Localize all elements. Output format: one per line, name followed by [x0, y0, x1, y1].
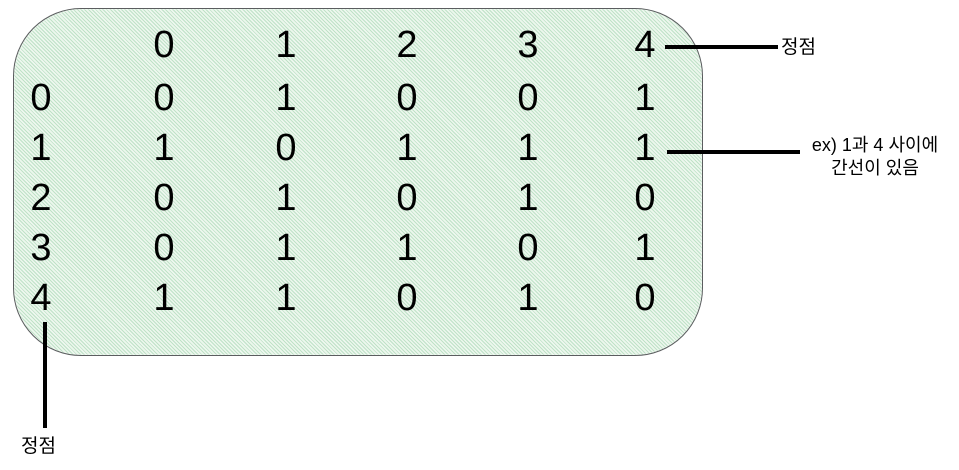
matrix-row-header: 2: [30, 177, 52, 219]
matrix-col-header: 3: [517, 24, 539, 66]
matrix-cell: 0: [153, 227, 175, 269]
matrix-cell: 1: [517, 277, 539, 319]
matrix-cell: 1: [517, 127, 539, 169]
matrix-cell: 1: [634, 77, 656, 119]
matrix-cell: 0: [634, 277, 656, 319]
matrix-cell: 0: [634, 177, 656, 219]
matrix-cell: 1: [153, 277, 175, 319]
edge-note-connector-line: [667, 150, 800, 154]
matrix-cell: 1: [634, 227, 656, 269]
matrix-cell: 0: [153, 77, 175, 119]
matrix-row-header: 0: [30, 77, 52, 119]
matrix-cell: 0: [517, 77, 539, 119]
matrix-cell: 1: [153, 127, 175, 169]
matrix-col-header: 0: [153, 24, 175, 66]
matrix-cell: 1: [275, 177, 297, 219]
matrix-col-header: 2: [396, 24, 418, 66]
matrix-col-header: 1: [275, 24, 297, 66]
adjacency-matrix-box: [13, 8, 703, 356]
matrix-cell: 0: [275, 127, 297, 169]
vertex-label-bottom: 정점: [21, 436, 56, 457]
matrix-cell: 1: [396, 227, 418, 269]
matrix-cell: 1: [275, 227, 297, 269]
matrix-cell: 0: [396, 277, 418, 319]
matrix-cell: 0: [396, 77, 418, 119]
edge-note: ex) 1과 4 사이에 간선이 있음: [800, 134, 950, 180]
matrix-cell: 1: [275, 77, 297, 119]
matrix-row-header: 3: [30, 227, 52, 269]
matrix-cell: 0: [396, 177, 418, 219]
matrix-row-header: 1: [30, 127, 52, 169]
matrix-cell: 1: [396, 127, 418, 169]
bottom-vertex-connector-line: [43, 322, 47, 428]
matrix-cell: 0: [517, 227, 539, 269]
matrix-cell: 1: [634, 127, 656, 169]
matrix-col-header: 4: [634, 24, 656, 66]
matrix-cell: 1: [275, 277, 297, 319]
matrix-row-header: 4: [30, 277, 52, 319]
edge-note-line2: 간선이 있음: [831, 158, 919, 179]
matrix-cell: 0: [153, 177, 175, 219]
vertex-label-top: 정점: [781, 37, 816, 58]
top-vertex-connector-line: [665, 45, 778, 49]
edge-note-line1: ex) 1과 4 사이에: [811, 135, 939, 155]
matrix-cell: 1: [517, 177, 539, 219]
